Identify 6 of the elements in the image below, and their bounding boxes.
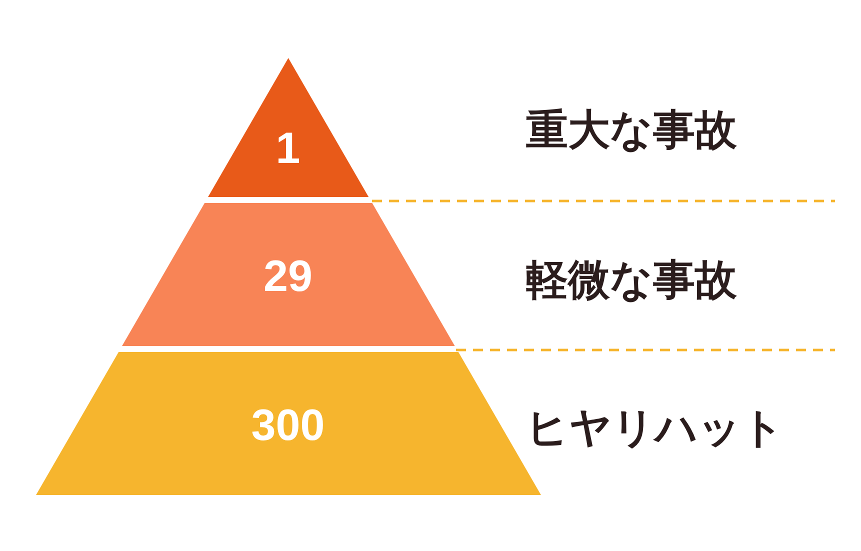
tier-label: 軽微な事故 [526,259,737,301]
tier-label: 重大な事故 [526,109,737,151]
tier-value: 1 [276,126,300,171]
tier-value: 29 [264,255,312,300]
tier-label: ヒヤリハット [526,407,784,449]
tier-value: 300 [251,404,325,448]
